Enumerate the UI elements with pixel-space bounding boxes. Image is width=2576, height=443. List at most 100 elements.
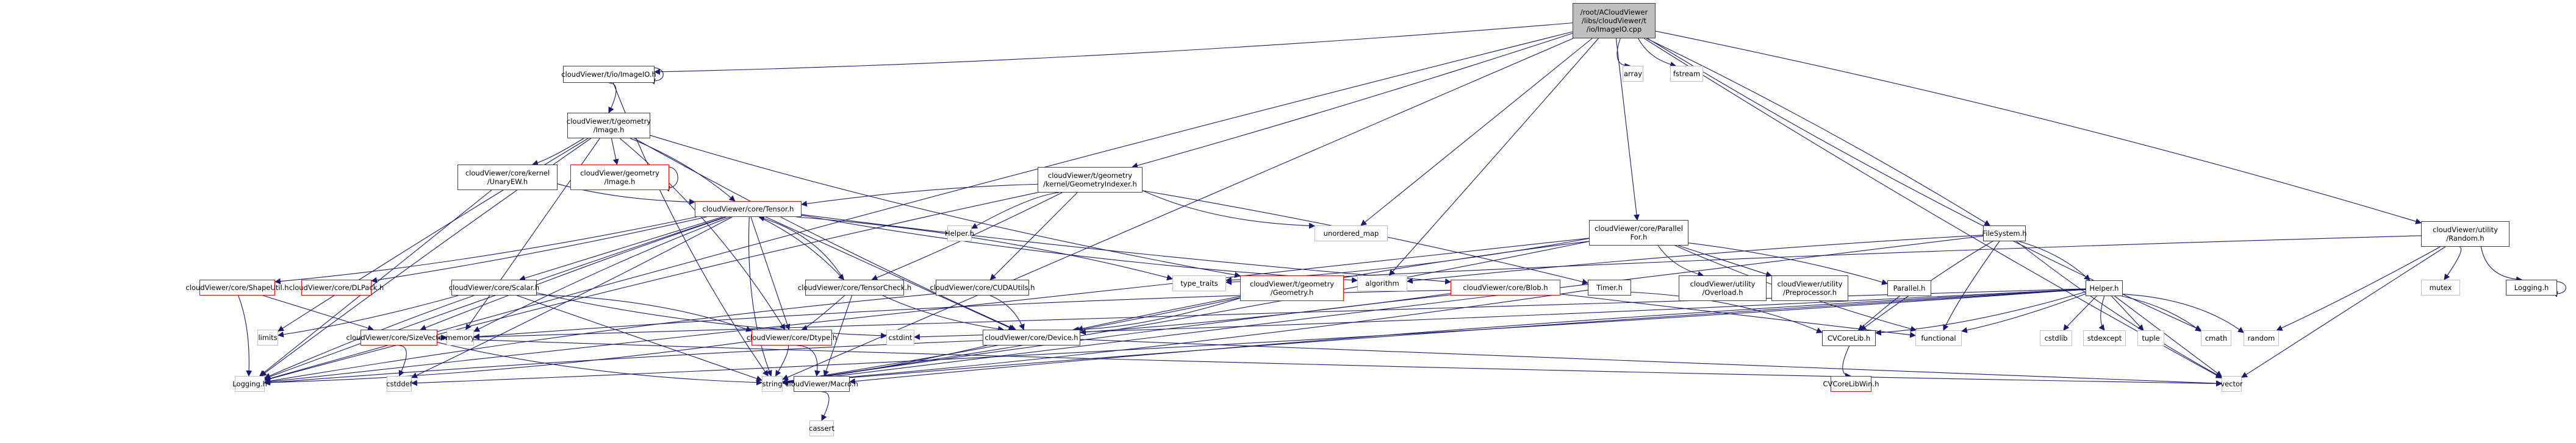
node-parallelfor-h[interactable]: cloudViewer/core/Parallel For.h xyxy=(1589,220,1688,246)
node-timer-h[interactable]: Timer.h xyxy=(1588,280,1631,296)
edge-random_h-to-logging_h_top xyxy=(2480,246,2522,283)
edge-root-to-logging_h xyxy=(264,31,1573,381)
node-label: string xyxy=(762,380,783,388)
node-type-traits: type_traits xyxy=(1172,275,1226,291)
node-overload-h[interactable]: cloudViewer/utility /Overload.h xyxy=(1679,275,1767,301)
edge-sizevector_h-to-string xyxy=(437,342,762,386)
node-cvcorelibwin-h[interactable]: CVCoreLibWin.h xyxy=(1823,376,1879,392)
node-geomindexer-h[interactable]: cloudViewer/t/geometry /kernel/GeometryI… xyxy=(1038,167,1143,193)
node-label: Timer.h xyxy=(1596,283,1623,292)
node-label: cloudViewer/core/Tensor.h xyxy=(702,205,794,213)
node-label: mutex xyxy=(2429,283,2452,292)
edge-tensorcheck_h-to-device_h xyxy=(882,295,1004,332)
node-imageio-h[interactable]: cloudViewer/t/io/ImageIO.h xyxy=(561,66,656,83)
node-parallel-h[interactable]: Parallel.h xyxy=(1887,280,1931,296)
edge-helper_h-to-stdexcept xyxy=(2098,296,2105,331)
node-label: stdexcept xyxy=(2087,334,2122,342)
node-label: vector xyxy=(2220,380,2243,388)
node-blob-h[interactable]: cloudViewer/core/Blob.h xyxy=(1451,280,1560,296)
node-geom-image-h[interactable]: cloudViewer/geometry /Image.h xyxy=(570,165,669,190)
edge-dtype_h-to-logging_h xyxy=(264,341,752,386)
node-filesystem-h[interactable]: FileSystem.h xyxy=(1982,225,2027,241)
node-random-h[interactable]: cloudViewer/utility /Random.h xyxy=(2421,221,2510,247)
node-tuple: tuple xyxy=(2137,330,2164,346)
node-root[interactable]: /root/ACloudViewer /libs/cloudViewer/t /… xyxy=(1573,3,1656,38)
node-dlpack-h[interactable]: cloudViewer/core/DLPack.h xyxy=(289,280,384,296)
node-fstream: fstream xyxy=(1670,66,1703,82)
edge-scalar_h-to-cstdint xyxy=(536,292,887,339)
edge-parallelfor_h-to-type_traits xyxy=(1225,238,1590,283)
node-tensorcheck-h[interactable]: cloudViewer/core/TensorCheck.h xyxy=(798,280,911,296)
edge-t_geometry_h-to-device_h xyxy=(1072,297,1241,333)
edge-scalar_h-to-string xyxy=(517,295,762,381)
edge-tensor_h-to-algorithm xyxy=(801,214,1358,283)
edge-root-to-imageio_h xyxy=(654,23,1573,75)
node-tensor-h[interactable]: cloudViewer/core/Tensor.h xyxy=(695,201,802,217)
node-array: array xyxy=(1623,66,1643,82)
edge-tensor_h-to-tensorcheck_h xyxy=(758,216,845,280)
node-mutex: mutex xyxy=(2421,280,2460,296)
edge-tensorcheck_h-to-macro_h xyxy=(823,295,853,377)
edge-filesystem_h-to-algorithm xyxy=(1407,235,1984,284)
node-cvcorelib-h[interactable]: CVCoreLib.h xyxy=(1822,330,1876,346)
node-stdexcept: stdexcept xyxy=(2083,330,2126,346)
node-label: cloudViewer/utility /Overload.h xyxy=(1690,280,1756,297)
edge-root-to-fstream xyxy=(1638,38,1677,68)
node-memory: memory xyxy=(445,330,475,346)
edge-dtype_h-to-macro_h xyxy=(797,345,820,377)
node-label: random xyxy=(2247,334,2275,342)
node-macro-h[interactable]: cloudViewer/Macro.h xyxy=(785,376,858,392)
edge-root-to-vector xyxy=(1643,38,2222,378)
node-scalar-h[interactable]: cloudViewer/core/Scalar.h xyxy=(449,280,539,296)
node-device-h[interactable]: cloudViewer/core/Device.h xyxy=(983,330,1080,346)
node-logging-h: Logging.h xyxy=(232,376,267,392)
edge-timer_h-to-cvcorelib_h xyxy=(1631,291,1823,333)
edge-helper_h-to-functional xyxy=(1961,293,2086,333)
node-random: random xyxy=(2244,330,2279,346)
node-dtype-h[interactable]: cloudViewer/core/Dtype.h xyxy=(747,330,837,346)
node-unaryew-h[interactable]: cloudViewer/core/kernel /UnaryEW.h xyxy=(457,165,558,190)
node-label: Helper.h xyxy=(945,229,974,238)
node-label: type_traits xyxy=(1180,279,1218,288)
edge-tensor_h-to-blob_h xyxy=(801,214,1451,285)
edge-parallelfor_h-to-overload_h xyxy=(1657,245,1704,277)
node-cmath: cmath xyxy=(2201,330,2231,346)
node-functional: functional xyxy=(1915,330,1962,346)
edge-macro_h-to-cassert xyxy=(821,391,830,421)
node-label: memory xyxy=(445,333,475,342)
edge-t_image_h-to-t_geometry_h xyxy=(650,135,1241,278)
edge-parallel_h-to-cvcorelib_h xyxy=(1857,296,1900,331)
node-label: cloudViewer/core/kernel /UnaryEW.h xyxy=(465,169,550,186)
node-label: cstddef xyxy=(386,380,412,388)
node-label: cloudViewer/geometry /Image.h xyxy=(580,169,659,186)
edge-helper_h-to-cmath xyxy=(2122,296,2201,332)
node-label: Logging.h xyxy=(232,380,267,388)
edge-root-to-string xyxy=(782,38,1574,380)
node-label: cloudViewer/core/DLPack.h xyxy=(289,283,384,292)
node-label: Parallel.h xyxy=(1893,284,1926,292)
node-sizevector-h[interactable]: cloudViewer/core/SizeVector.h xyxy=(346,330,452,346)
node-label: cloudViewer/utility /Preprocessor.h xyxy=(1777,280,1843,297)
edge-helper_h-to-string xyxy=(782,289,2086,386)
node-helper-h[interactable]: Helper.h xyxy=(2086,280,2123,296)
node-label: FileSystem.h xyxy=(1982,229,2027,238)
edge-tensor_h-to-cstddef xyxy=(411,216,733,378)
node-logging-h-top[interactable]: Logging.h xyxy=(2506,280,2557,296)
node-shapeutil-h[interactable]: cloudViewer/core/ShapeUtil.h xyxy=(185,280,289,296)
edge-geomindexer_h-to-unordered_map xyxy=(1142,190,1315,229)
edge-device_h-to-logging_h xyxy=(264,340,983,386)
edge-tensor_h-to-memory xyxy=(473,216,731,332)
edge-t_image_h-to-tensor_h xyxy=(630,138,736,202)
node-label: cstdint xyxy=(888,333,913,342)
node-t-image-h[interactable]: cloudViewer/t/geometry /Image.h xyxy=(566,113,651,138)
node-label: cloudViewer/core/SizeVector.h xyxy=(346,333,452,342)
node-cudautils-h[interactable]: cloudViewer/core/CUDAUtils.h xyxy=(930,280,1035,296)
edge-root-to-array xyxy=(1616,38,1631,69)
edge-tensorcheck_h-to-tensor_h xyxy=(758,215,844,280)
edge-random_h-to-random xyxy=(2276,246,2441,331)
node-t-geometry-h[interactable]: cloudViewer/t/geometry /Geometry.h xyxy=(1240,275,1344,301)
node-label: cloudViewer/t/geometry /Image.h xyxy=(566,117,651,134)
edge-tensorcheck_h-to-dtype_h xyxy=(801,295,845,331)
node-preprocessor-h[interactable]: cloudViewer/utility /Preprocessor.h xyxy=(1771,275,1848,301)
